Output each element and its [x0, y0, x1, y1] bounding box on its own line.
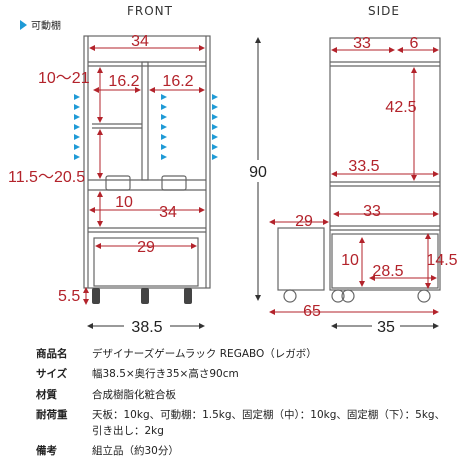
front-width-top: 34 — [131, 33, 149, 50]
spec-value: デザイナーズゲームラック REGABO（レガボ） — [92, 348, 317, 360]
front-small-gap: 10 — [115, 194, 133, 211]
spec-table: 商品名 デザイナーズゲームラック REGABO（レガボ） サイズ 幅38.5×奥… — [36, 346, 446, 464]
side-total-depth: 35 — [377, 319, 395, 336]
side-view — [277, 37, 441, 303]
front-total-width: 38.5 — [131, 319, 162, 336]
front-legs — [92, 288, 192, 304]
dimension-diagram: FRONT SIDE — [8, 4, 458, 336]
spec-label: 材質 — [36, 388, 57, 401]
side-drawer-inner-h: 10 — [341, 252, 359, 269]
side-shelf-depth: 33.5 — [348, 158, 379, 175]
spec-row-product-name: 商品名 デザイナーズゲームラック REGABO（レガボ） — [36, 346, 446, 362]
side-view-title: SIDE — [368, 4, 400, 18]
side-upper-height: 42.5 — [385, 99, 416, 116]
spec-row-size: サイズ 幅38.5×奥行き35×高さ90cm — [36, 366, 446, 382]
spec-label: サイズ — [36, 368, 68, 381]
side-extended-depth: 65 — [303, 303, 321, 320]
total-height: 90 — [249, 164, 267, 181]
side-drawer-outer-h: 14.5 — [426, 252, 457, 269]
spec-row-notes: 備考 組立品（約30分） — [36, 443, 446, 459]
side-drawer-inner-w: 28.5 — [372, 263, 403, 280]
spec-label: 耐荷重 — [36, 408, 68, 421]
spec-value: 合成樹脂化粧合板 — [92, 388, 176, 401]
front-dimension-lines — [83, 45, 205, 305]
front-drawer-width: 29 — [137, 239, 155, 256]
label-background — [124, 314, 170, 336]
label-background — [372, 314, 400, 336]
front-view-title: FRONT — [127, 4, 173, 18]
front-inner-right: 16.2 — [162, 73, 193, 90]
spec-value: 天板：10kg、可動棚：1.5kg、固定棚（中）：10kg、固定棚（下）：5kg… — [92, 408, 446, 438]
front-low-range: 11.5～20.5 — [8, 169, 85, 186]
spec-label: 商品名 — [36, 348, 68, 360]
movable-shelf-arrows — [74, 94, 218, 160]
side-middle-depth: 33 — [363, 203, 381, 220]
legend: 可動棚 — [20, 17, 61, 32]
label-background — [246, 160, 272, 182]
front-middle-width: 34 — [159, 204, 177, 221]
spec-row-load: 耐荷重 天板：10kg、可動棚：1.5kg、固定棚（中）：10kg、固定棚（下）… — [36, 407, 446, 440]
front-inner-left: 16.2 — [108, 73, 139, 90]
spec-value: 組立品（約30分） — [92, 445, 179, 458]
front-leg-height: 5.5 — [58, 288, 80, 305]
side-drawer-pull: 29 — [295, 213, 313, 230]
side-top-right: 6 — [410, 35, 419, 52]
play-arrow-icon — [20, 19, 27, 30]
spec-label: 備考 — [36, 445, 57, 458]
spec-value: 幅38.5×奥行き35×高さ90cm — [92, 368, 239, 381]
front-shelf-range: 10～21 — [38, 70, 90, 87]
spec-row-material: 材質 合成樹脂化粧合板 — [36, 387, 446, 403]
legend-label: 可動棚 — [31, 21, 61, 32]
side-top-left: 33 — [353, 35, 371, 52]
side-dimension-lines — [269, 47, 439, 315]
front-view — [83, 35, 211, 289]
